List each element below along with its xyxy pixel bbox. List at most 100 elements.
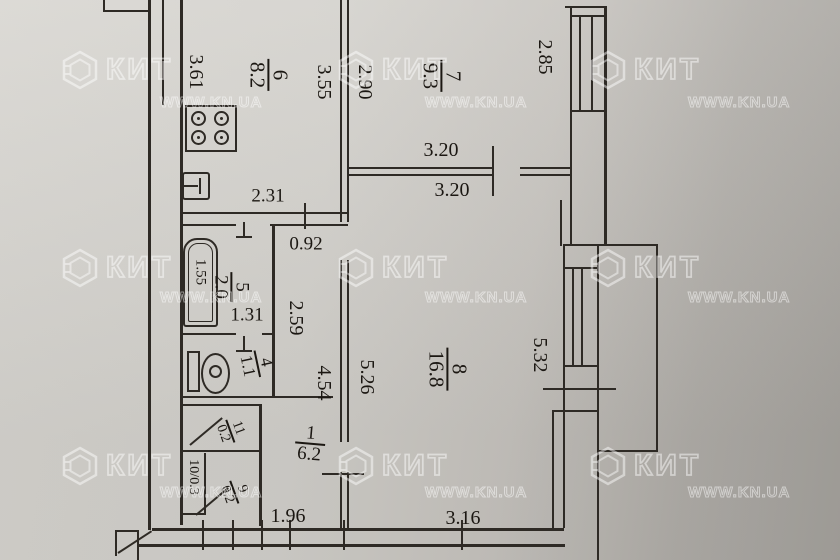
- kit-logo-icon: [590, 50, 626, 90]
- wall-segment: [184, 185, 198, 187]
- kit-logo-icon: [338, 248, 374, 288]
- dimension-label: 5.32: [529, 337, 551, 373]
- watermark-logo: КИТ: [590, 446, 701, 486]
- wall-segment: [552, 410, 599, 412]
- wall-segment: [570, 112, 572, 245]
- wall-segment: [115, 530, 117, 556]
- wall-segment: [579, 15, 581, 112]
- watermark-url: WWW.KN.UA: [424, 94, 528, 112]
- room-number: 1: [305, 422, 317, 445]
- room-number: 9: [233, 483, 251, 495]
- watermark-logo: КИТ: [62, 446, 173, 486]
- dimension-label: 0.92: [289, 233, 323, 255]
- wall-segment: [581, 267, 583, 367]
- wall-segment: [560, 200, 562, 246]
- dimension-label: 2.90: [354, 64, 376, 100]
- watermark-url: WWW.KN.UA: [687, 484, 791, 502]
- wall-segment: [162, 0, 164, 105]
- watermark-logo: КИТ: [590, 248, 701, 288]
- room-area: 1.1: [236, 350, 261, 382]
- watermark-brand: КИТ: [381, 250, 450, 285]
- room-number: 5: [231, 282, 253, 292]
- room-label: 10/0.3: [186, 459, 201, 495]
- watermark-brand: КИТ: [105, 448, 174, 483]
- wall-segment: [261, 520, 263, 550]
- wall-segment: [347, 260, 349, 442]
- wall-segment: [570, 15, 607, 17]
- wall-segment: [604, 6, 607, 246]
- wall-segment: [232, 520, 234, 550]
- watermark-brand: КИТ: [633, 250, 702, 285]
- bathtub-inner: [188, 243, 213, 322]
- dimension-label: 2.85: [534, 39, 556, 75]
- wall-segment: [262, 333, 275, 335]
- dimension-label: 3.20: [423, 139, 459, 161]
- door-leaf: [117, 530, 153, 554]
- wall-segment: [236, 236, 252, 238]
- wall-segment: [137, 544, 565, 547]
- wall-segment: [202, 520, 204, 550]
- dimension-label: 3.16: [445, 507, 481, 529]
- wall-segment: [115, 530, 137, 532]
- sink-icon: [182, 172, 210, 200]
- stove-icon: [185, 105, 237, 152]
- wall-segment: [520, 174, 570, 176]
- toilet-bowl-center: [209, 365, 222, 378]
- dimension-label: 3.55: [313, 64, 335, 100]
- wall-segment: [103, 10, 150, 12]
- wall-segment: [340, 472, 342, 528]
- wall-segment: [103, 0, 105, 12]
- dimension-label: 4.54: [313, 365, 335, 401]
- dimension-label: 1.31: [230, 304, 264, 326]
- wall-segment: [563, 245, 565, 412]
- dimension-label: 1.55: [192, 258, 209, 286]
- dimension-label: 3.20: [434, 179, 470, 201]
- room-number: 7: [441, 70, 466, 82]
- wall-segment: [340, 0, 342, 222]
- wall-segment: [597, 244, 599, 560]
- kit-logo-icon: [590, 446, 626, 486]
- wall-segment: [259, 404, 262, 526]
- wall-segment: [572, 267, 574, 367]
- toilet-bowl-icon: [201, 353, 230, 394]
- wall-segment: [563, 412, 565, 528]
- room-number: 6: [268, 69, 293, 81]
- wall-segment: [152, 528, 564, 531]
- wall-segment: [349, 174, 493, 176]
- watermark-brand: КИТ: [633, 448, 702, 483]
- watermark-url: WWW.KN.UA: [424, 484, 528, 502]
- room-area: 6.2: [293, 441, 325, 466]
- wall-segment: [272, 224, 275, 398]
- wall-segment: [148, 0, 151, 530]
- room-number: 4: [256, 355, 277, 369]
- watermark-logo: КИТ: [62, 248, 173, 288]
- wall-segment: [570, 110, 607, 112]
- wall-segment: [656, 244, 658, 452]
- watermark-brand: КИТ: [105, 250, 174, 285]
- wall-segment: [570, 6, 572, 112]
- wall-segment: [180, 513, 206, 515]
- watermark-brand: КИТ: [381, 448, 450, 483]
- wall-segment: [565, 6, 607, 8]
- wall-segment: [270, 224, 348, 226]
- kit-logo-icon: [62, 248, 98, 288]
- watermark-url: WWW.KN.UA: [687, 289, 791, 307]
- wall-segment: [180, 450, 260, 452]
- wall-segment: [204, 453, 206, 515]
- wall-segment: [180, 224, 236, 226]
- kit-logo-icon: [338, 446, 374, 486]
- wall-segment: [180, 212, 348, 214]
- kit-logo-icon: [62, 50, 98, 90]
- room-number: 8: [447, 363, 472, 375]
- watermark-url: WWW.KN.UA: [424, 289, 528, 307]
- dimension-label: 2.31: [251, 185, 285, 207]
- watermark-brand: КИТ: [633, 52, 702, 87]
- room-area: 2.0: [210, 272, 232, 302]
- wall-segment: [347, 472, 349, 528]
- wall-segment: [599, 450, 657, 452]
